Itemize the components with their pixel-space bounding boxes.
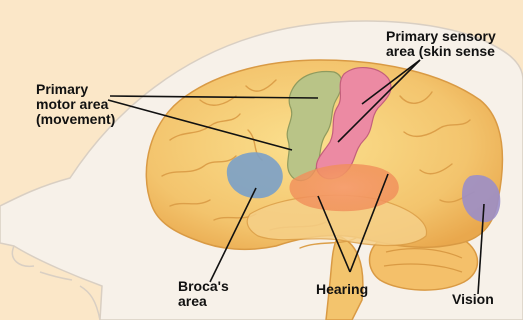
broca-label-line-1: Broca's [178, 279, 229, 294]
hearing-label: Hearing [316, 282, 368, 297]
primary-motor-label-line-3: (movement) [36, 112, 115, 127]
primary-sensory-label-line-2: area (skin sense [386, 44, 496, 59]
broca-label-line-2: area [178, 294, 229, 309]
vision-label-text: Vision [452, 292, 494, 307]
primary-motor-label-line-1: Primary [36, 82, 115, 97]
primary-sensory-label-line-1: Primary sensory [386, 29, 496, 44]
primary-sensory-area-label: Primary sensory area (skin sense [386, 29, 496, 59]
hearing-label-text: Hearing [316, 282, 368, 297]
primary-motor-label-line-2: motor area [36, 97, 115, 112]
primary-motor-area-label: Primary motor area (movement) [36, 82, 115, 127]
vision-label: Vision [452, 292, 494, 307]
broca-area-label: Broca's area [178, 279, 229, 309]
